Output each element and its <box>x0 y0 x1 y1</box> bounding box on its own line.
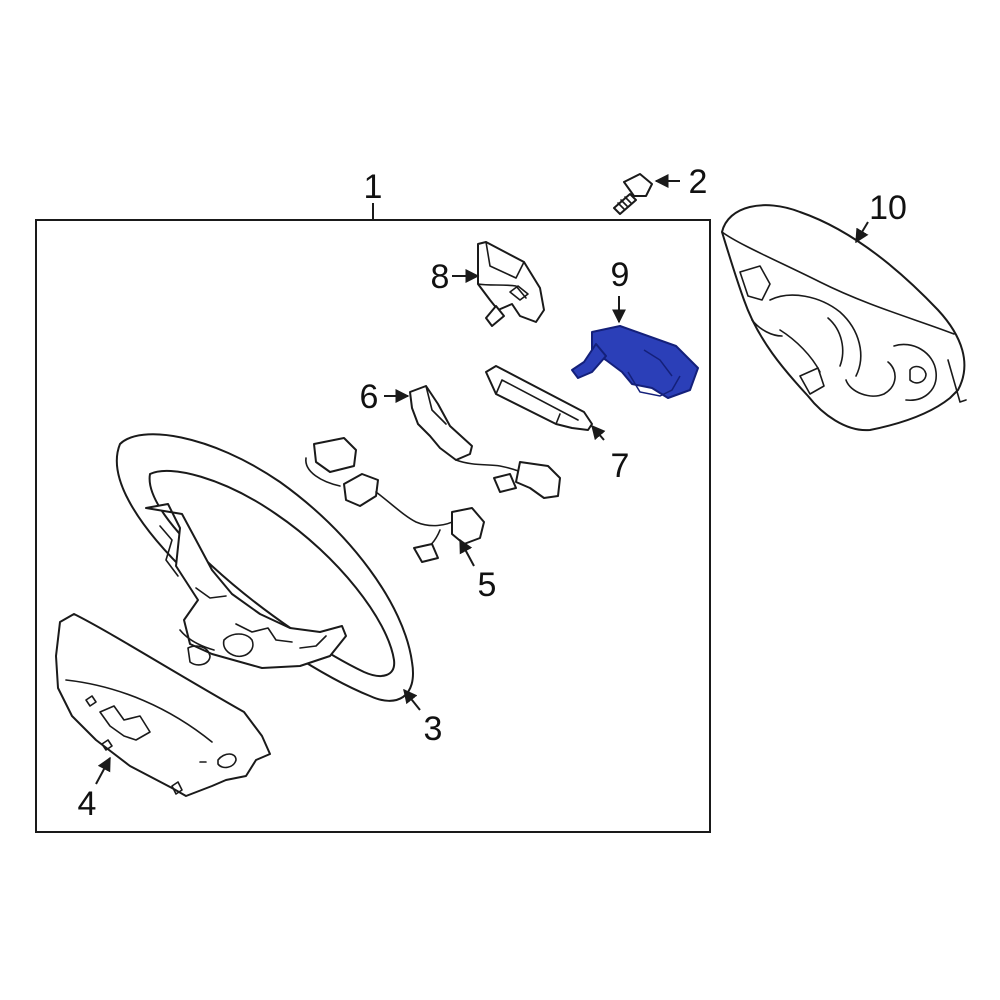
trim-bracket-part[interactable] <box>485 365 593 431</box>
leader-7 <box>591 424 606 441</box>
steering-wheel-part[interactable] <box>115 433 414 702</box>
callout-10: 10 <box>869 189 907 227</box>
switch-part[interactable] <box>477 241 545 327</box>
wiring-harness-part[interactable] <box>305 437 485 563</box>
callout-1: 1 <box>364 168 383 206</box>
callout-4: 4 <box>78 785 97 823</box>
callout-9: 9 <box>611 256 630 294</box>
callout-8: 8 <box>431 258 450 296</box>
leader-4 <box>95 756 111 785</box>
airbag-module-part[interactable] <box>721 204 967 432</box>
callout-6: 6 <box>360 378 379 416</box>
bolt-part[interactable] <box>613 173 653 215</box>
callout-5: 5 <box>478 566 497 604</box>
leader-10 <box>855 221 869 244</box>
callout-3: 3 <box>424 710 443 748</box>
highlighted-switch-part[interactable] <box>571 325 699 399</box>
callout-2: 2 <box>689 163 708 201</box>
callout-7: 7 <box>611 447 630 485</box>
lower-cover-part[interactable] <box>55 613 271 797</box>
leader-3 <box>403 688 421 711</box>
leader-5 <box>459 538 475 567</box>
harness-bracket-part[interactable] <box>409 385 561 499</box>
